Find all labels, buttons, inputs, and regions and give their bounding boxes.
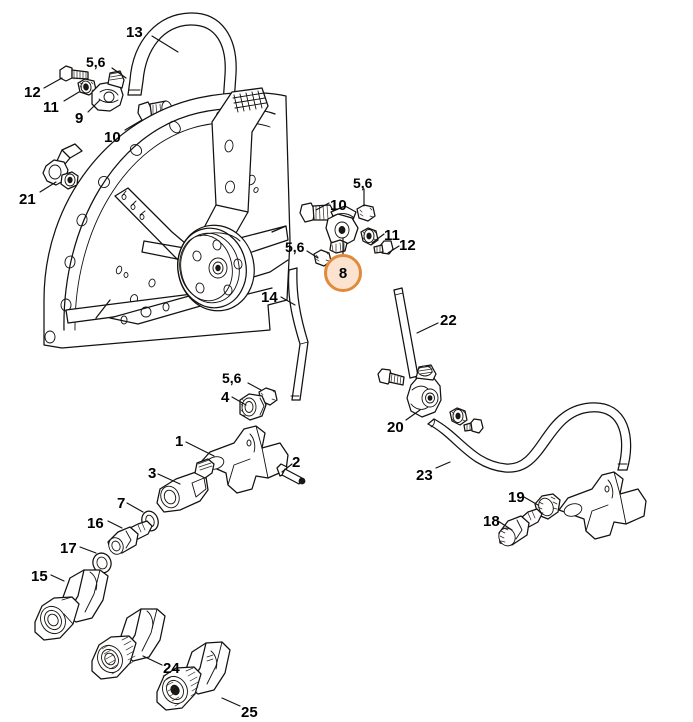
- part-1-bracket: [200, 425, 289, 494]
- callout-label-12: 12: [399, 237, 416, 254]
- leader-line-12: [387, 245, 400, 254]
- leader-line-13: [151, 35, 179, 53]
- part-21-elbow: [42, 143, 83, 190]
- part-11-nut-right: [360, 227, 379, 246]
- part-5-6-seal-upper: [356, 204, 376, 222]
- callout-label-18: 18: [483, 513, 500, 530]
- callout-label-11: 11: [384, 227, 400, 244]
- part-24-coupler: [91, 608, 166, 680]
- part-18-plug: [498, 508, 543, 547]
- leader-line-5-6: [247, 382, 262, 391]
- leader-line-14: [280, 296, 296, 306]
- leader-line-12: [43, 77, 63, 89]
- part-15-coupler: [34, 569, 109, 641]
- part-screw-valve-right: [463, 418, 484, 434]
- callout-label-12: 12: [24, 84, 41, 101]
- leader-line-25: [221, 697, 241, 707]
- part-nut-valve-right: [449, 407, 468, 426]
- part-14-hose: [287, 267, 309, 401]
- part-11-nut: [77, 78, 97, 96]
- callout-label-22: 22: [440, 312, 457, 329]
- callout-label-17: 17: [60, 540, 77, 557]
- leader-line-7: [126, 502, 144, 513]
- callout-label-20: 20: [387, 419, 404, 436]
- leader-line-11: [371, 233, 385, 244]
- leader-line-2: [281, 463, 293, 473]
- leader-line-10: [315, 202, 330, 211]
- leader-line-18: [497, 520, 513, 531]
- leader-line-17: [79, 546, 97, 554]
- leader-line-23: [435, 461, 451, 469]
- callout-label-21: 21: [19, 191, 36, 208]
- leader-line-15: [50, 574, 65, 582]
- part-17-o-ring: [92, 552, 112, 574]
- leader-line-20: [405, 409, 421, 421]
- callout-label-5-6: 5,6: [285, 239, 305, 255]
- callout-label-4: 4: [221, 389, 230, 406]
- part-16-nipple: [107, 520, 153, 555]
- callout-label-15: 15: [31, 568, 48, 585]
- callout-leader-lines: [39, 35, 539, 707]
- callout-label-10: 10: [104, 129, 121, 146]
- part-bracket-right: [558, 471, 647, 540]
- callout-label-16: 16: [87, 515, 104, 532]
- part-22-hose: [393, 287, 419, 379]
- callout-label-1: 1: [175, 433, 184, 450]
- callout-label-25: 25: [241, 704, 258, 721]
- part-8-tee-fitting: [325, 205, 359, 254]
- leader-line-5-6: [111, 67, 127, 79]
- callout-label-11: 11: [43, 99, 59, 116]
- callout-label-19: 19: [508, 489, 525, 506]
- leader-line-4: [231, 396, 247, 406]
- callout-label-3: 3: [148, 465, 157, 482]
- leader-line-3: [157, 473, 181, 485]
- leader-line-22: [416, 322, 439, 334]
- highlighted-part-badge-8[interactable]: 8: [324, 254, 362, 292]
- part-25-coupler: [156, 641, 231, 711]
- part-2-screw: [276, 463, 306, 485]
- leader-line-11: [63, 91, 80, 102]
- callout-label-2: 2: [292, 454, 301, 471]
- leader-line-24: [142, 655, 163, 666]
- leader-line-10: [124, 119, 143, 131]
- callout-label-5-6: 5,6: [86, 54, 106, 70]
- leader-line-19: [523, 496, 539, 506]
- part-12-screw: [59, 65, 89, 82]
- part-23-hose: [427, 402, 632, 473]
- leader-line-16: [107, 520, 123, 529]
- part-12-screw-right: [373, 240, 394, 255]
- cutting-wheel-guard-assembly: [43, 87, 291, 349]
- leader-line-5-6: [306, 250, 319, 259]
- callout-label-14: 14: [261, 289, 278, 306]
- leader-line-9: [87, 99, 101, 113]
- callout-label-13: 13: [126, 24, 143, 41]
- callout-label-5-6: 5,6: [353, 175, 373, 191]
- part-4-coupling: [239, 393, 267, 421]
- callout-label-10: 10: [330, 197, 347, 214]
- leader-line-1: [185, 441, 215, 457]
- part-3-tee-body: [156, 458, 215, 513]
- part-9-fitting: [91, 70, 125, 112]
- callout-label-5-6: 5,6: [222, 370, 242, 386]
- leader-line-21: [39, 181, 57, 193]
- part-20-valve: [406, 364, 442, 418]
- callout-label-7: 7: [117, 495, 126, 512]
- callout-label-24: 24: [163, 660, 180, 677]
- part-screw-valve-left: [377, 368, 405, 386]
- callout-label-9: 9: [75, 110, 84, 127]
- callout-label-23: 23: [416, 467, 433, 484]
